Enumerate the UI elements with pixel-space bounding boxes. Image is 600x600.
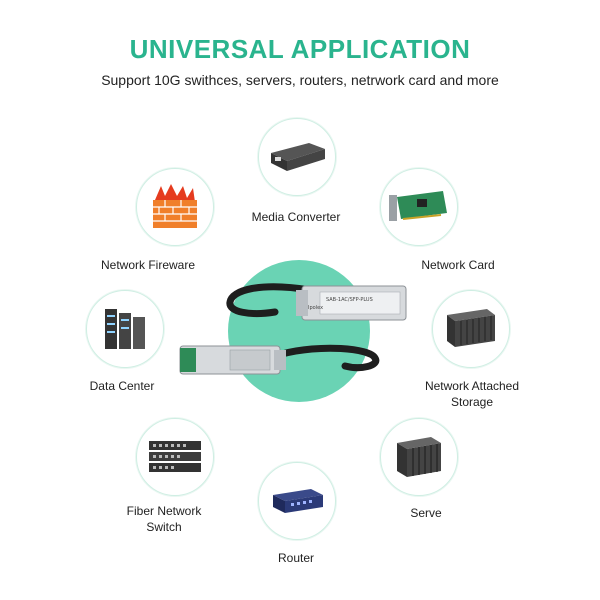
firewall-icon: [153, 184, 197, 228]
device-label: Serve: [410, 506, 442, 520]
device-label: Network Fireware: [100, 258, 196, 272]
device-label: Data Center: [89, 379, 155, 393]
nas-icon: [447, 309, 495, 347]
router-icon: [273, 489, 323, 513]
switch-icon: [149, 441, 201, 472]
data-center-icon: [105, 309, 145, 349]
device-label: Media Converter: [251, 210, 341, 224]
module-label-line1: SAB-1AC/SFP-PLUS: [326, 297, 373, 303]
module-label-line2: Ipolex: [308, 305, 323, 311]
media-converter-circle: [258, 118, 336, 196]
network-card-icon: [389, 191, 447, 221]
device-label: Network Attached Storage: [424, 379, 520, 409]
switch-circle: [136, 418, 214, 496]
device-label: Fiber Network Switch: [126, 504, 202, 534]
device-label: Router: [277, 551, 315, 565]
center-disc: [228, 260, 370, 402]
serve-circle: [380, 418, 458, 496]
data-center-circle: [86, 290, 164, 368]
sfp-cable-image: SAB-1AC/SFP-PLUS Ipolex: [179, 283, 407, 375]
server-rack-icon: [397, 437, 441, 477]
device-label: Network Card: [421, 258, 495, 272]
router-circle: [258, 462, 336, 540]
page-subtitle: Support 10G swithces, servers, routers, …: [101, 72, 499, 88]
nas-circle: [432, 290, 510, 368]
media-converter-icon: [271, 143, 325, 171]
network-card-circle: [380, 168, 458, 246]
page-title: UNIVERSAL APPLICATION: [129, 34, 471, 64]
firewall-circle: [136, 168, 214, 246]
